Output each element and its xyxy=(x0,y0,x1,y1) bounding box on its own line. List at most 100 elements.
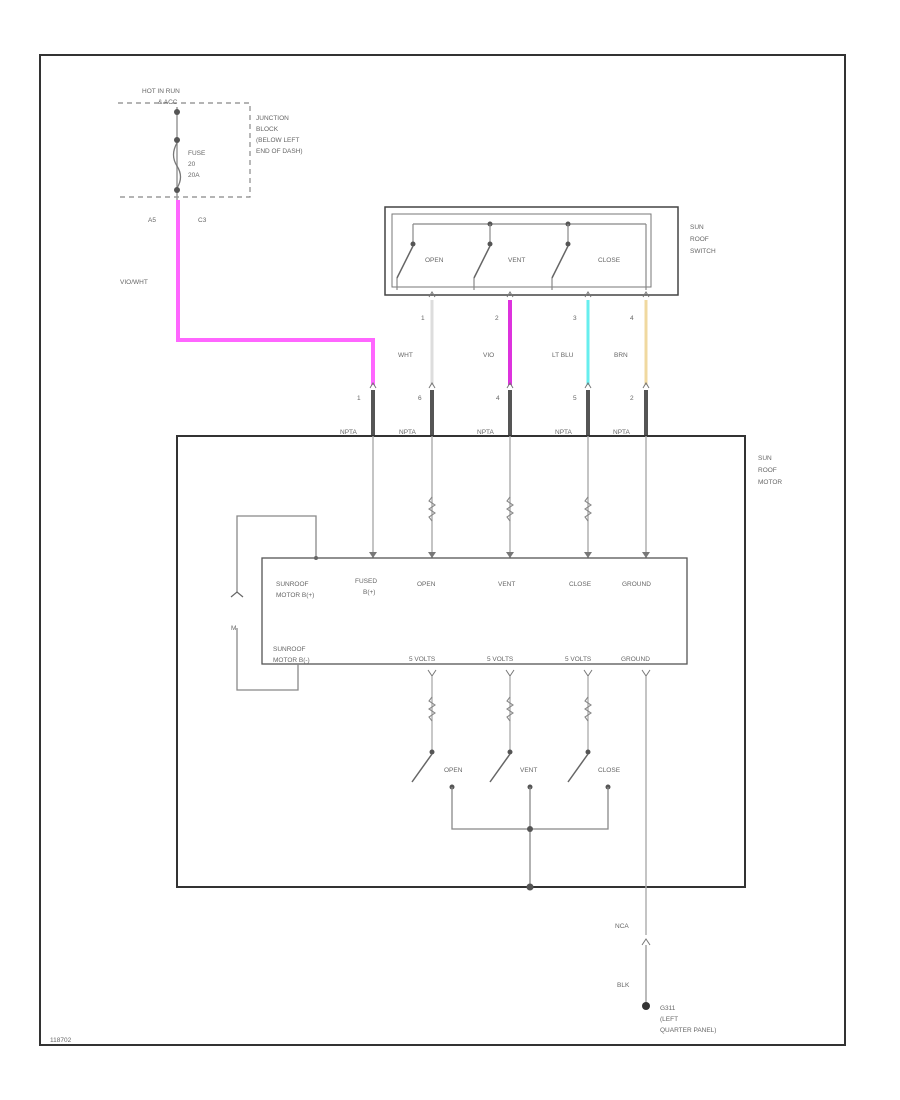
module-in-motor-b-plus-1: SUNROOF xyxy=(276,581,309,588)
motor-conn-tag-2: NPTA xyxy=(399,429,417,436)
module-in-fused-b-2: B(+) xyxy=(363,589,375,596)
limit-open-blade xyxy=(411,753,433,783)
module-in-close: CLOSE xyxy=(569,581,592,588)
junction-block-outline xyxy=(118,102,251,198)
switch-pos-close: CLOSE xyxy=(598,257,621,264)
limit-label-open: OPEN xyxy=(444,767,463,774)
module-bottom-ground: GROUND xyxy=(621,656,650,663)
switch-vent-pivot xyxy=(487,241,493,247)
motor-name-3: MOTOR xyxy=(758,479,782,486)
ground-conn-label: NCA xyxy=(615,923,629,930)
motor-conn-cap-4 xyxy=(584,382,592,389)
wire-label-brn: BRN xyxy=(614,352,628,359)
ground-name-1: G311 xyxy=(660,1005,676,1012)
junction-block-label-3: (BELOW LEFT xyxy=(256,137,299,144)
motor-arrow xyxy=(230,591,244,598)
bus-node xyxy=(174,109,180,115)
resistor-vent-in xyxy=(506,496,514,522)
switch-open-pivot xyxy=(410,241,416,247)
switch-pin-cap-3 xyxy=(584,291,592,298)
connector-c3-label: C3 xyxy=(198,217,207,224)
switch-pos-vent: VENT xyxy=(508,257,525,264)
wire-blk-label: BLK xyxy=(617,982,630,989)
module-bottom-5v-2: 5 VOLTS xyxy=(487,656,514,663)
ground-point xyxy=(642,1002,650,1010)
switch-wires: 1 2 3 4 WHT VIO LT BLU BRN 1 6 4 5 2 NPT… xyxy=(340,291,650,436)
limit-close-blade xyxy=(567,753,589,783)
motor-conn-cap-3 xyxy=(506,382,514,389)
hot-in-run-label: HOT IN RUN xyxy=(142,88,180,95)
fuse-top-node xyxy=(174,137,180,143)
resistor-open-out xyxy=(428,696,436,722)
switch-pin-cap-1 xyxy=(428,291,436,298)
motor-conn-tag-3: NPTA xyxy=(477,429,495,436)
motor-loop-bottom xyxy=(236,628,299,691)
motor-conn-tag-5: NPTA xyxy=(613,429,631,436)
fuse-symbol xyxy=(172,142,182,189)
arrow-out-open xyxy=(427,669,437,677)
switch-pin-2: 2 xyxy=(495,315,499,322)
resistor-close-in xyxy=(584,496,592,522)
arrow-in-6 xyxy=(428,552,436,558)
resistor-vent-out xyxy=(506,696,514,722)
switch-name-2: ROOF xyxy=(690,236,709,243)
switch-pos-open: OPEN xyxy=(425,257,444,264)
motor-node-top xyxy=(314,556,318,560)
switch-close-blade xyxy=(551,245,569,279)
arrow-in-1 xyxy=(369,552,377,558)
motor-conn-tag-1: NPTA xyxy=(340,429,358,436)
switch-pin-3: 3 xyxy=(573,315,577,322)
arrow-out-vent xyxy=(505,669,515,677)
fuse-label-2: 20 xyxy=(188,161,196,168)
switch-vent-blade xyxy=(473,245,491,279)
module-in-ground: GROUND xyxy=(622,581,651,588)
module-bottom-5v-1: 5 VOLTS xyxy=(409,656,436,663)
diagram-frame xyxy=(39,54,846,1046)
module-in-open: OPEN xyxy=(417,581,436,588)
motor-symbol-m: M xyxy=(231,625,236,632)
switch-name-3: SWITCH xyxy=(690,248,716,255)
control-module xyxy=(261,557,688,665)
fuse-label-1: FUSE xyxy=(188,150,206,157)
wire-vio-wht xyxy=(176,200,375,385)
switch-inner-box xyxy=(391,213,652,288)
junction-block-label-4: END OF DASH) xyxy=(256,148,303,155)
motor-pin-6: 6 xyxy=(418,395,422,402)
sun-roof-switch: SUN ROOF SWITCH OPEN VENT CLOSE xyxy=(384,206,716,296)
limit-label-vent: VENT xyxy=(520,767,537,774)
limit-vent-pivot xyxy=(507,749,513,755)
fuse-bottom-node xyxy=(174,187,180,193)
ground-conn-cap xyxy=(641,938,651,946)
motor-conn-cap-5 xyxy=(642,382,650,389)
fuse-label-3: 20A xyxy=(188,172,200,179)
module-out-motor-b-minus-1: SUNROOF xyxy=(273,646,306,653)
motor-pin-4: 4 xyxy=(496,395,500,402)
limit-bus-node xyxy=(527,826,533,832)
limit-close-pivot xyxy=(585,749,591,755)
limit-label-close: CLOSE xyxy=(598,767,621,774)
limit-vent-blade xyxy=(489,753,511,783)
resistor-close-out xyxy=(584,696,592,722)
motor-pin-5: 5 xyxy=(573,395,577,402)
motor-name-2: ROOF xyxy=(758,467,777,474)
junction-block-label-1: JUNCTION xyxy=(256,115,289,122)
arrow-in-5 xyxy=(584,552,592,558)
ground-section: NCA BLK G311 (LEFT QUARTER PANEL) xyxy=(615,923,716,1034)
figure-id: 118702 xyxy=(50,1037,72,1044)
motor-pin-2: 2 xyxy=(630,395,634,402)
arrow-in-2 xyxy=(642,552,650,558)
module-in-vent: VENT xyxy=(498,581,515,588)
wire-vio-wht-label: VIO/WHT xyxy=(120,279,148,286)
arrow-out-close xyxy=(583,669,593,677)
ground-name-3: QUARTER PANEL) xyxy=(660,1027,716,1034)
module-bottom-5v-3: 5 VOLTS xyxy=(565,656,592,663)
wire-label-vio: VIO xyxy=(483,352,494,359)
switch-close-pivot xyxy=(565,241,571,247)
motor-box xyxy=(176,435,746,888)
sun-roof-motor: SUN ROOF MOTOR SUNROOF MOTOR B(+) FUSED … xyxy=(176,435,782,935)
module-in-motor-b-plus-2: MOTOR B(+) xyxy=(276,592,314,599)
resistor-open-in xyxy=(428,496,436,522)
switch-name-1: SUN xyxy=(690,224,704,231)
switch-pin-4: 4 xyxy=(630,315,634,322)
switch-outer-box xyxy=(384,206,679,296)
